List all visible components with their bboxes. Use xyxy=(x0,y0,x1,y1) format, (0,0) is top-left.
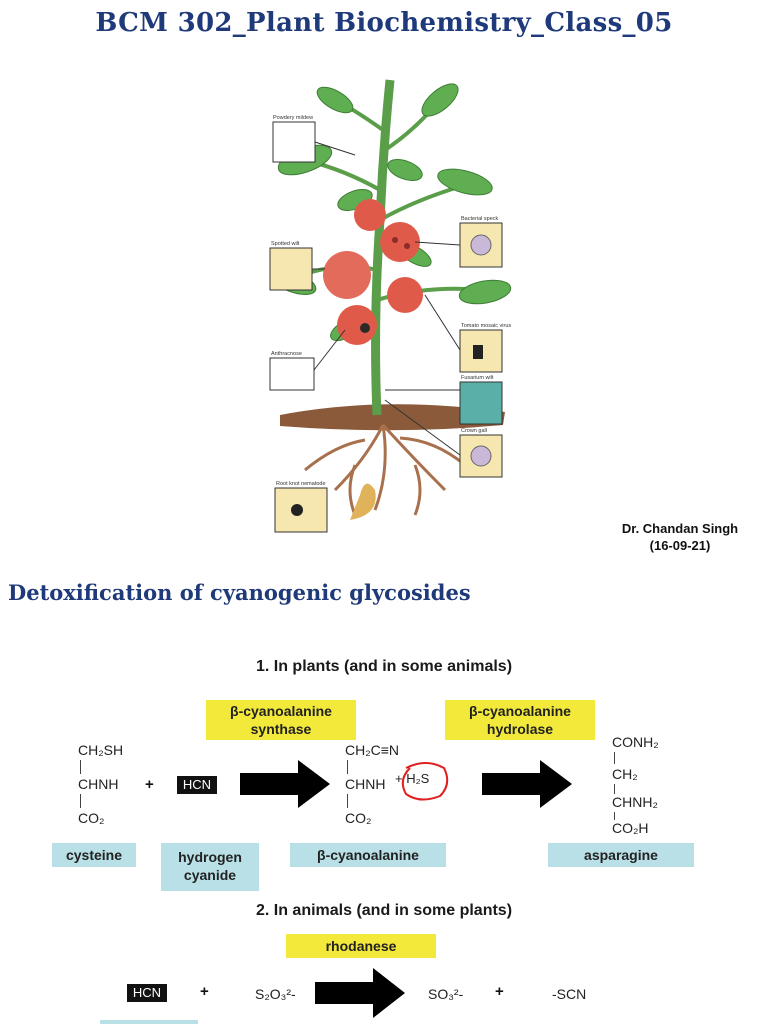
hcn-box-2: HCN xyxy=(127,984,167,1002)
label-powdery-mildew: Powdery mildew xyxy=(273,115,313,121)
cyanoalanine-top: CH₂C≡N xyxy=(345,742,400,758)
thiosulfate: S₂O₃²- xyxy=(255,986,296,1002)
cysteine-bottom: CO₂ xyxy=(78,810,105,826)
pathway2-heading: 2. In animals (and in some plants) xyxy=(255,902,513,919)
tomato-plant-disease-illustration: Powdery mildew Bacterial speck Spotted w… xyxy=(269,79,511,533)
cropped-label-box xyxy=(100,1020,198,1024)
cysteine-mid: CHNH xyxy=(78,776,119,792)
label-root-knot-nematode: Root knot nematode xyxy=(276,481,326,487)
bond xyxy=(614,752,615,764)
bond xyxy=(347,760,348,774)
label-anthracnose: Anthracnose xyxy=(271,351,302,357)
soil-shape xyxy=(280,404,505,431)
section-title: Detoxification of cyanogenic glycosides xyxy=(8,580,471,605)
reaction-arrow-1 xyxy=(240,760,330,808)
asparagine-bottom: CO₂H xyxy=(612,820,649,836)
cyanoalanine-label: β-cyanoalanine xyxy=(290,843,446,867)
pathway1-heading: 1. In plants (and in some animals) xyxy=(255,658,513,675)
enzyme-rhodanese-box: rhodanese xyxy=(286,934,436,958)
sulfite: SO₃²- xyxy=(428,986,464,1002)
author-name: Dr. Chandan Singh xyxy=(621,521,739,536)
plus-sign: + xyxy=(145,776,154,793)
label-bacterial-speck: Bacterial speck xyxy=(461,216,499,222)
asparagine-label: asparagine xyxy=(548,843,694,867)
label-tomato-mosaic-virus: Tomato mosaic virus xyxy=(461,323,511,329)
disease-insets xyxy=(269,121,503,533)
cyanoalanine-bottom: CO₂ xyxy=(345,810,372,826)
bond xyxy=(614,784,615,794)
tomatoes xyxy=(323,199,423,345)
hcn-box: HCN xyxy=(177,776,217,794)
bond xyxy=(614,812,615,820)
bond xyxy=(80,760,81,774)
plus-sign-2: + xyxy=(200,983,209,1000)
enzyme-synthase-box: β-cyanoalanine synthase xyxy=(206,700,356,740)
asparagine-l2: CH₂ xyxy=(612,766,638,782)
label-spotted-wilt: Spotted wilt xyxy=(271,241,300,247)
cyanoalanine-mid: CHNH xyxy=(345,776,386,792)
author-block: Dr. Chandan Singh (16-09-21) xyxy=(610,520,750,554)
bond xyxy=(347,794,348,808)
cysteine-top: CH₂SH xyxy=(78,742,124,758)
asparagine-l3: CHNH₂ xyxy=(612,794,658,810)
reaction-arrow-3 xyxy=(315,968,405,1018)
hydrogen-cyanide-label: hydrogen cyanide xyxy=(161,843,259,891)
plus-sign-3: + xyxy=(495,983,504,1000)
label-crown-gall: Crown gall xyxy=(461,428,487,434)
bond xyxy=(80,794,81,808)
cysteine-label: cysteine xyxy=(52,843,136,867)
h2s-red-circle-annotation xyxy=(401,762,449,801)
page-title: BCM 302_Plant Biochemistry_Class_05 xyxy=(95,8,673,38)
label-fusarium-wilt: Fusarium wilt xyxy=(461,375,494,381)
author-date: (16-09-21) xyxy=(649,538,711,553)
roots xyxy=(304,423,466,516)
enzyme-hydrolase-box: β-cyanoalanine hydrolase xyxy=(445,700,595,740)
asparagine-top: CONH₂ xyxy=(612,734,659,750)
root-gall xyxy=(350,483,376,520)
thiocyanate: -SCN xyxy=(552,986,587,1002)
reaction-arrow-2 xyxy=(482,760,572,808)
